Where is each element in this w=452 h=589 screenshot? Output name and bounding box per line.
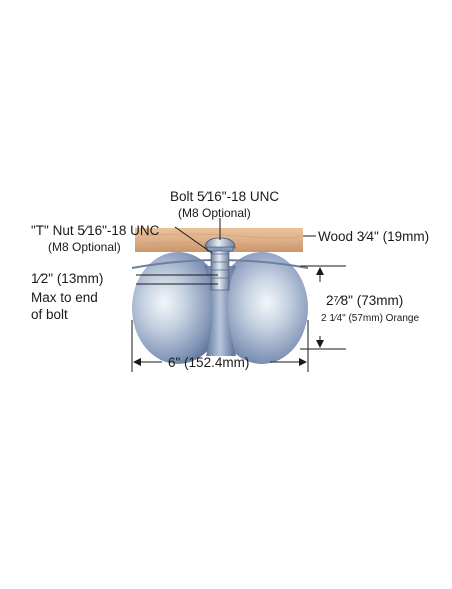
max-label-line1: Max to end bbox=[31, 290, 98, 305]
t-nut-option-label: (M8 Optional) bbox=[48, 240, 121, 254]
height-label: 2⁷⁄8" (73mm) bbox=[326, 293, 404, 308]
foot-right-lobe bbox=[216, 252, 308, 364]
max-label-line2: of bolt bbox=[31, 307, 68, 322]
wood-label: Wood 3⁄4" (19mm) bbox=[318, 229, 430, 244]
height-alt-label: 2 1⁄4" (57mm) Orange bbox=[321, 313, 420, 324]
height-arrow-down bbox=[316, 340, 324, 348]
height-arrow-up bbox=[316, 267, 324, 275]
t-nut-leader bbox=[174, 226, 213, 254]
foot-left-lobe bbox=[132, 252, 224, 364]
width-label: 6" (152.4mm) bbox=[168, 355, 250, 370]
bolt-option-label: (M8 Optional) bbox=[178, 206, 251, 220]
t-nut-body bbox=[210, 245, 230, 291]
half-inch-label: 1⁄2" (13mm) bbox=[31, 271, 104, 286]
t-nut-label: "T" Nut 5⁄16"-18 UNC bbox=[31, 223, 160, 238]
width-arrow-right bbox=[299, 358, 307, 366]
width-arrow-left bbox=[133, 358, 141, 366]
bolt-label: Bolt 5⁄16"-18 UNC bbox=[170, 189, 280, 204]
wood-grain bbox=[139, 233, 301, 248]
t-nut-flange bbox=[206, 246, 234, 252]
